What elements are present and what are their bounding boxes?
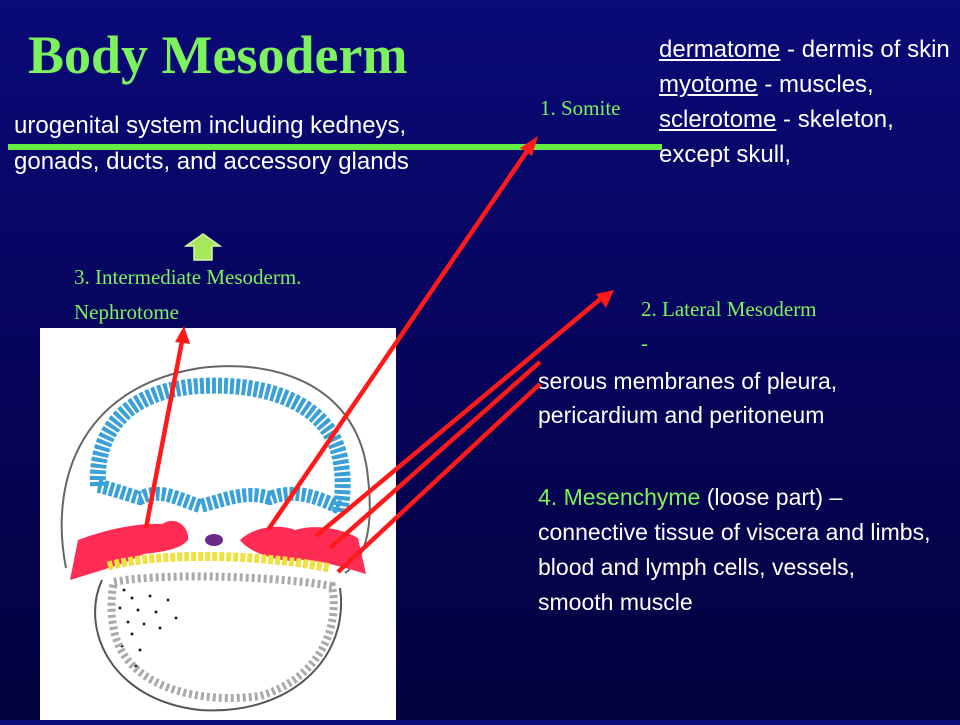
arrow-somite-head [520, 136, 538, 156]
mesenchyme-description: connective tissue of viscera and limbs, … [538, 519, 931, 615]
arrow-mesenchyme [336, 382, 542, 574]
myotome-text: - muscles, [757, 71, 874, 98]
lateral-label-line2: - [641, 331, 648, 355]
somite-label: 1. Somite [540, 96, 621, 120]
mesenchyme-label: 4. Mesenchyme [538, 484, 701, 510]
mesenchyme-block: 4. Mesenchyme (loose part) – connective … [538, 480, 960, 620]
page-title: Body Mesoderm [28, 25, 408, 85]
mesenchyme-heading: 4. Mesenchyme (loose part) – [538, 480, 960, 515]
left-mesoderm [70, 520, 189, 580]
endoderm [106, 551, 331, 573]
arrow-intermediate-head [175, 326, 190, 344]
dermatome-text: - dermis of skin [780, 36, 950, 63]
arrow-somite [266, 142, 534, 532]
arrow-intermediate [143, 335, 186, 529]
sclerotome-text: - skeleton, except skull, [659, 106, 894, 168]
sclerotome-term: sclerotome [659, 106, 777, 133]
neural-ectoderm [89, 377, 351, 514]
amnion-outline [60, 365, 371, 574]
intermediate-label-line1: 3. Intermediate Mesoderm. [74, 265, 302, 289]
up-arrow-icon [184, 233, 222, 261]
intermediate-description: urogenital system including kedneys, gon… [14, 112, 409, 175]
dermatome-term: dermatome [659, 36, 781, 63]
yolk-cell-layer [107, 572, 338, 702]
yolk-sac-outline [94, 579, 343, 712]
mesenchyme-qualifier: (loose part) – [700, 484, 843, 510]
arrow-lateral-1-head [596, 290, 614, 308]
yolk-cells [118, 588, 178, 668]
arrow-lateral-2 [328, 360, 542, 550]
lateral-label: 2. Lateral Mesoderm - [641, 292, 817, 360]
right-mesoderm [240, 526, 366, 574]
intermediate-label-line2: Nephrotome [74, 300, 179, 324]
intermediate-label: 3. Intermediate Mesoderm. Nephrotome [74, 260, 301, 330]
notochord [205, 534, 223, 546]
lateral-description: serous membranes of pleura, pericardium … [538, 368, 838, 428]
arrow-lateral-1 [314, 294, 606, 538]
somite-description: dermatome - dermis of skin myotome - mus… [659, 32, 954, 172]
lateral-label-line1: 2. Lateral Mesoderm [641, 297, 817, 321]
myotome-term: myotome [659, 71, 758, 98]
